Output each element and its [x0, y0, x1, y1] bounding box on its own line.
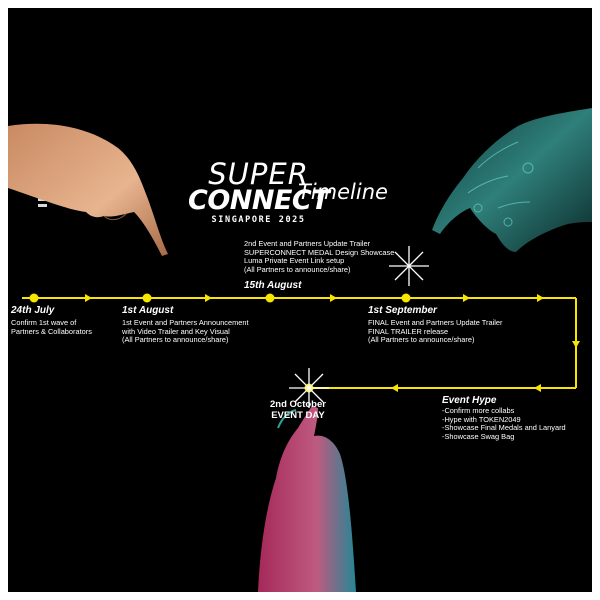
arrow-icon: [537, 294, 544, 302]
sparkle-icon: [289, 368, 329, 408]
arrow-icon: [205, 294, 212, 302]
event-day-label: 2nd October EVENT DAY: [270, 399, 326, 421]
reaching-hand-icon: [258, 406, 356, 592]
arrow-icon: [463, 294, 470, 302]
milestone-dot: [401, 293, 411, 303]
milestone-label: 15th August: [244, 280, 302, 291]
milestone-description: Confirm 1st wave of Partners & Collabora…: [11, 318, 92, 336]
sparkle-icon: [389, 246, 429, 286]
arrow-icon: [330, 294, 337, 302]
timeline-poster: SUPER CONNECT SINGAPORE 2025 Timeline 24…: [8, 8, 592, 592]
milestone-label: 24th July: [11, 305, 55, 316]
arrow-icon: [85, 294, 92, 302]
milestone-label: Event Hype: [442, 395, 497, 406]
milestone-dot: [29, 293, 39, 303]
milestone-dot: [265, 293, 275, 303]
milestone-label: 1st September: [368, 305, 437, 316]
robot-hand-icon: [432, 108, 592, 252]
superconnect-logo: SUPER CONNECT SINGAPORE 2025: [188, 157, 330, 226]
milestone-description: FINAL Event and Partners Update Trailer …: [368, 318, 503, 345]
arrow-icon: [534, 384, 541, 392]
pointing-hand-icon: [8, 123, 168, 256]
arrow-icon: [572, 341, 580, 348]
milestone-label: 1st August: [122, 305, 174, 316]
milestone-description: 1st Event and Partners Announcement with…: [122, 318, 249, 345]
timeline-track: [22, 246, 580, 408]
milestone-dot: [142, 293, 152, 303]
milestone-description: 2nd Event and Partners Update Trailer SU…: [244, 239, 395, 274]
milestone-description: -Confirm more collabs -Hype with TOKEN20…: [442, 406, 566, 441]
arrow-icon: [391, 384, 398, 392]
page-title: Timeline: [298, 180, 388, 204]
